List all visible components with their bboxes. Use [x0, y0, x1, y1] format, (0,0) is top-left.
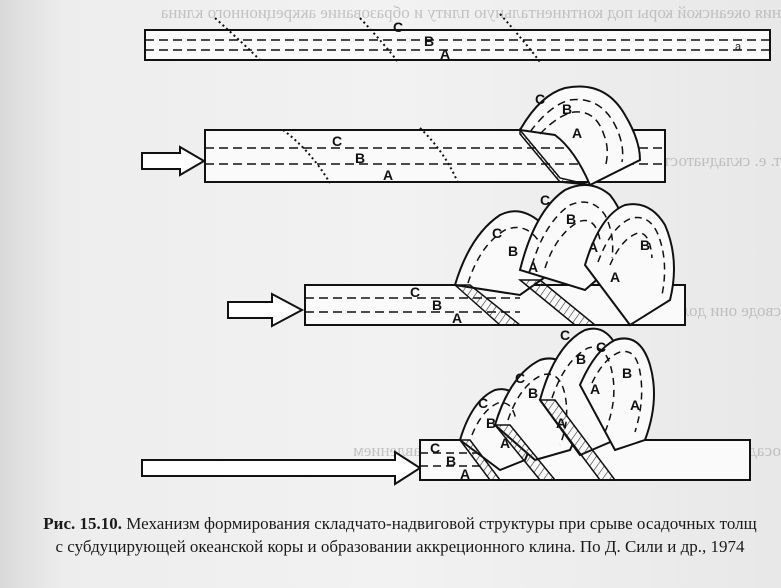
fold-boundary-dashed	[544, 219, 601, 269]
caption-text: Механизм формирования складчато-надвигов…	[55, 514, 757, 556]
layer-label-a: A	[500, 435, 510, 451]
fold-boundary-dashed	[507, 373, 568, 446]
push-arrow-icon	[227, 292, 305, 328]
thrust-fold	[578, 337, 655, 452]
push-arrow-icon	[141, 450, 422, 486]
future-thrust-dotted	[282, 129, 331, 184]
figure-caption: Рис. 15.10. Механизм формирования складч…	[40, 512, 760, 558]
layer-label-c: C	[393, 19, 403, 35]
layer-label-c: C	[430, 440, 440, 456]
future-thrust-dotted	[214, 17, 263, 63]
fold-boundary-dashed	[597, 216, 666, 296]
layer-label-a: A	[572, 125, 582, 141]
layer-label-b: B	[566, 211, 576, 227]
layer-label-a: A	[588, 239, 598, 255]
stage-2-panel: C B A C B A	[141, 85, 666, 187]
layer-label-c: C	[560, 327, 570, 343]
layer-label-c: C	[596, 339, 606, 355]
future-thrust-dotted	[419, 127, 459, 184]
layer-label-b: B	[562, 101, 572, 117]
thrust-fault-hatched	[453, 284, 523, 326]
layer-label-a: A	[452, 310, 462, 326]
fold-boundary-dashed	[471, 401, 517, 436]
layer-label-b: B	[355, 150, 365, 166]
fold-boundary-dashed	[467, 226, 539, 284]
layer-label-a: A	[528, 259, 538, 275]
layer-label-c: C	[535, 91, 545, 107]
layer-label-a: A	[383, 167, 393, 183]
layer-label-c: C	[540, 192, 550, 208]
fold-boundary-dashed	[539, 111, 608, 169]
layer-label-b: B	[640, 237, 650, 253]
accretionary-wedge-diagram: C B A a C B A C B A	[141, 13, 771, 486]
figure-number: Рис. 15.10.	[43, 514, 122, 533]
fold-boundary-dashed	[529, 98, 624, 163]
layer-label-a: A	[460, 466, 470, 482]
thrust-fault-hatched	[493, 424, 557, 481]
layer-label-a: A	[440, 46, 450, 62]
layer-label-c: C	[332, 133, 342, 149]
panel-label: a	[735, 41, 742, 53]
thrust-fault-hatched	[517, 279, 598, 326]
layer-label-b: B	[528, 385, 538, 401]
layer-label-a: A	[590, 381, 600, 397]
thrust-fault-hatched	[519, 127, 591, 186]
future-thrust-dotted	[499, 13, 541, 63]
thrust-fault-hatched	[538, 399, 617, 481]
layer-label-c: C	[492, 225, 502, 241]
layer-label-c: C	[410, 284, 420, 300]
thrust-fault-hatched	[458, 439, 502, 481]
future-thrust-dotted	[359, 17, 399, 63]
fold-boundary-dashed	[551, 346, 615, 433]
layer-label-b: B	[576, 351, 586, 367]
layer-label-a: A	[556, 415, 566, 431]
layer-label-b: B	[446, 453, 456, 469]
layer-label-b: B	[486, 415, 496, 431]
layer-label-c: C	[515, 370, 525, 386]
stage-4-panel: C B A C B A C B A C B A C B A	[141, 327, 751, 486]
fold-boundary-dashed	[591, 350, 643, 433]
layer-label-b: B	[432, 297, 442, 313]
sediment-layer-box	[144, 29, 771, 61]
stage-3-panel: C B A C B A C B A B A	[227, 184, 686, 328]
push-arrow-icon	[141, 145, 206, 177]
layer-label-b: B	[424, 33, 434, 49]
layer-label-a: A	[610, 269, 620, 285]
layer-label-c: C	[478, 395, 488, 411]
thrust-fold	[583, 203, 675, 327]
fold-boundary-dashed	[609, 232, 653, 266]
layer-label-a: A	[630, 397, 640, 413]
layer-label-b: B	[508, 243, 518, 259]
layer-label-b: B	[622, 365, 632, 381]
stage-1-panel: C B A a	[144, 13, 771, 63]
